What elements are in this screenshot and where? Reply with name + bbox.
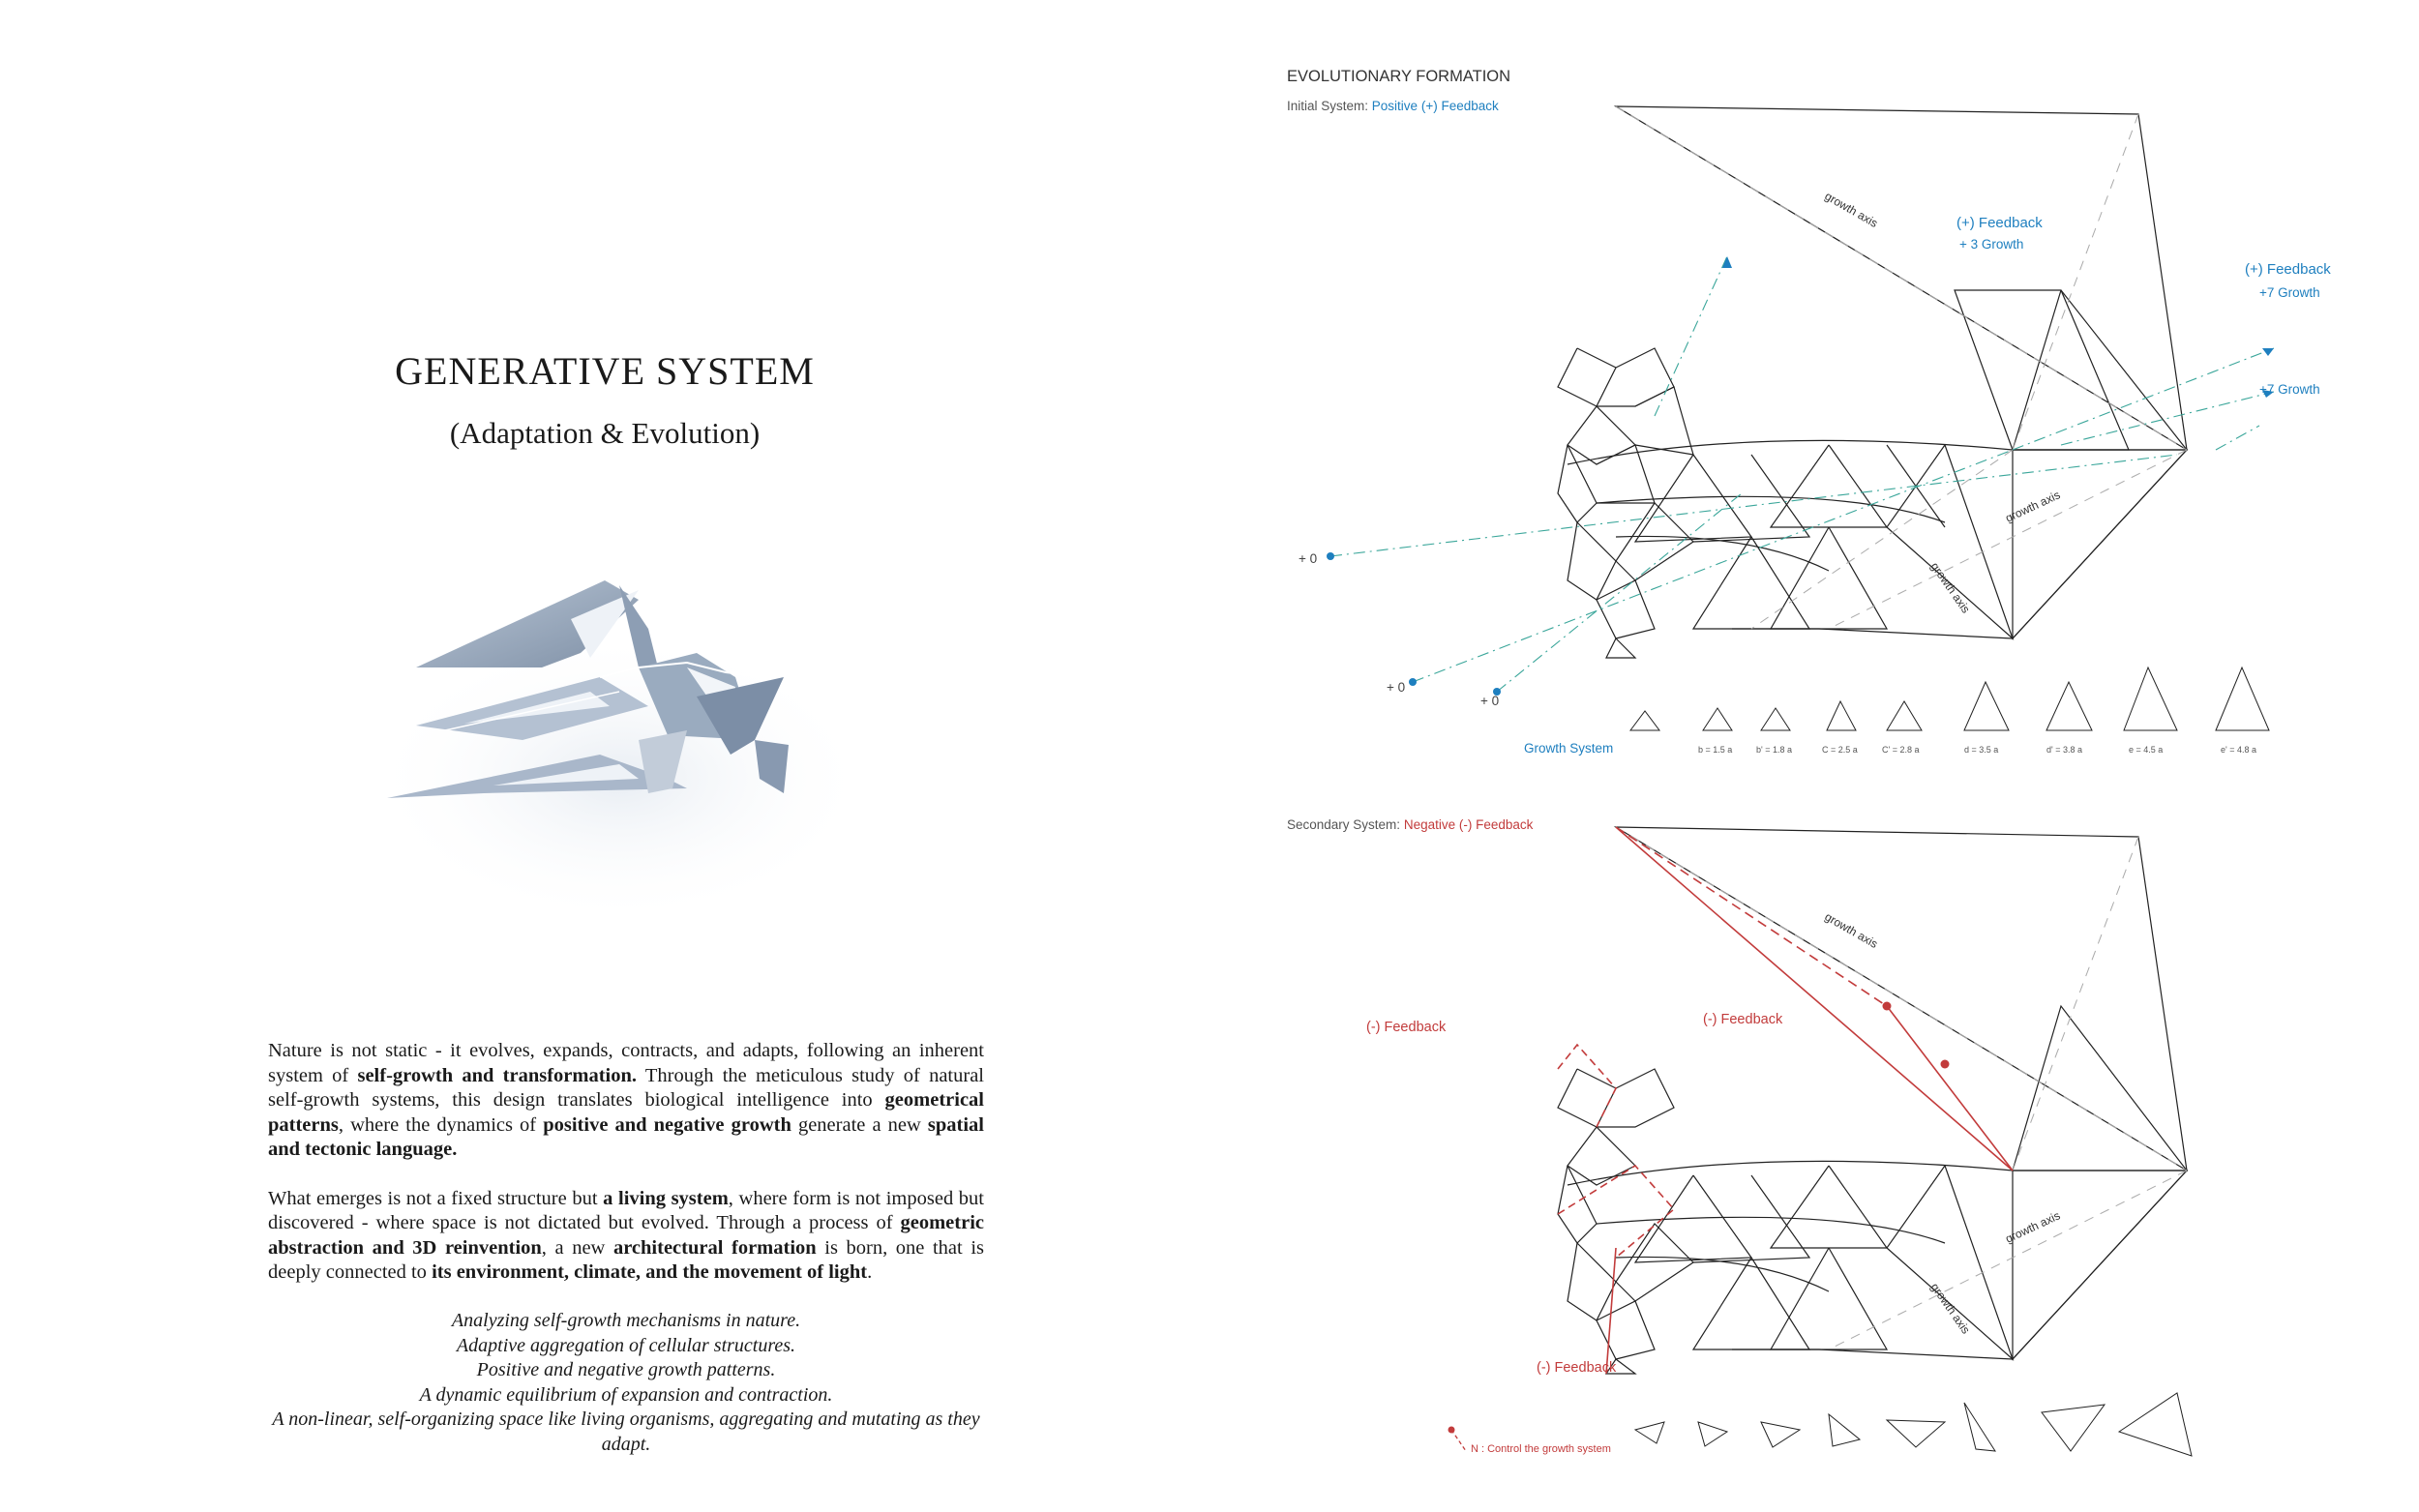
growth-label-d: d = 3.5 a [1964, 745, 1998, 755]
paragraph-2-segment: its environment, climate, and the moveme… [432, 1261, 867, 1283]
right-page: EVOLUTIONARY FORMATION Initial System: P… [1210, 0, 2419, 1512]
control-legend [1451, 1430, 1466, 1451]
bullet-item: A dynamic equilibrium of expansion and c… [268, 1383, 984, 1408]
feedback-markers [1327, 256, 2274, 696]
bullet-item: Analyzing self-growth mechanisms in natu… [268, 1309, 984, 1334]
control-triangles [1635, 1393, 2192, 1456]
growth-7-label-b: +7 Growth [2259, 382, 2320, 397]
negative-feedback-label-1: (-) Feedback [1366, 1020, 1446, 1035]
left-page: GENERATIVE SYSTEM (Adaptation & Evolutio… [0, 0, 1210, 1512]
secondary-system-diagram [1558, 827, 2187, 1374]
growth-label-e-prime: e' = 4.8 a [2221, 745, 2256, 755]
model-render-image [348, 561, 890, 909]
bullet-item: Positive and negative growth patterns. [268, 1358, 984, 1383]
page-subtitle: (Adaptation & Evolution) [0, 416, 1210, 451]
negative-feedback-label-3: (-) Feedback [1537, 1360, 1616, 1376]
bullet-item: A non-linear, self-organizing space like… [268, 1408, 984, 1457]
paragraph-1-segment: positive and negative growth [543, 1114, 791, 1136]
initial-dashed-lines [1616, 106, 2187, 629]
zero-label-c: + 0 [1480, 694, 1499, 708]
growth-axis-label-1: growth axis [1823, 189, 1881, 229]
paragraph-2-segment: . [867, 1261, 872, 1283]
growth-label-b: b = 1.5 a [1698, 745, 1732, 755]
paragraph-1-segment: generate a new [791, 1114, 928, 1136]
growth-label-c: C = 2.5 a [1822, 745, 1858, 755]
paragraph-1-segment: self-growth and transformation. [357, 1065, 637, 1086]
description-text: Nature is not static - it evolves, expan… [268, 1039, 984, 1310]
paragraph-2-segment: , a new [542, 1237, 613, 1259]
growth-axis-label-4: growth axis [1823, 909, 1881, 950]
initial-system-diagram [1558, 106, 2187, 658]
positive-feedback-label-1: (+) Feedback [1956, 215, 2043, 231]
growth-label-d-prime: d' = 3.8 a [2046, 745, 2082, 755]
negative-feedback-label-2: (-) Feedback [1703, 1012, 1782, 1027]
paragraph-2-segment: architectural formation [613, 1237, 817, 1259]
paragraph-1: Nature is not static - it evolves, expan… [268, 1039, 984, 1163]
initial-feedback-lines [1330, 256, 2274, 692]
bullet-list: Analyzing self-growth mechanisms in natu… [268, 1309, 984, 1457]
control-note: N : Control the growth system [1471, 1443, 1611, 1455]
formation-diagram: growth axis growth axis growth axis [1210, 0, 2419, 1512]
paragraph-2: What emerges is not a fixed structure bu… [268, 1187, 984, 1286]
growth-label-c-prime: C' = 2.8 a [1882, 745, 1920, 755]
growth-label-b-prime: b' = 1.8 a [1756, 745, 1792, 755]
paragraph-2-segment: What emerges is not a fixed structure bu… [268, 1188, 603, 1209]
growth-system-label: Growth System [1524, 741, 1613, 756]
mid-triangle [1955, 290, 2129, 450]
page-title: GENERATIVE SYSTEM [0, 348, 1210, 394]
paragraph-1-segment: , where the dynamics of [339, 1114, 543, 1136]
paragraph-2-segment: a living system [603, 1188, 729, 1209]
growth-3-label: + 3 Growth [1959, 237, 2023, 252]
positive-feedback-label-2: (+) Feedback [2245, 261, 2331, 278]
bullet-item: Adaptive aggregation of cellular structu… [268, 1334, 984, 1359]
zero-label-a: + 0 [1299, 551, 1317, 566]
zero-label-b: + 0 [1387, 680, 1405, 695]
growth-label-e: e = 4.5 a [2129, 745, 2163, 755]
growth-7-label-a: +7 Growth [2259, 285, 2320, 300]
growth-system-legend [1630, 667, 2269, 730]
